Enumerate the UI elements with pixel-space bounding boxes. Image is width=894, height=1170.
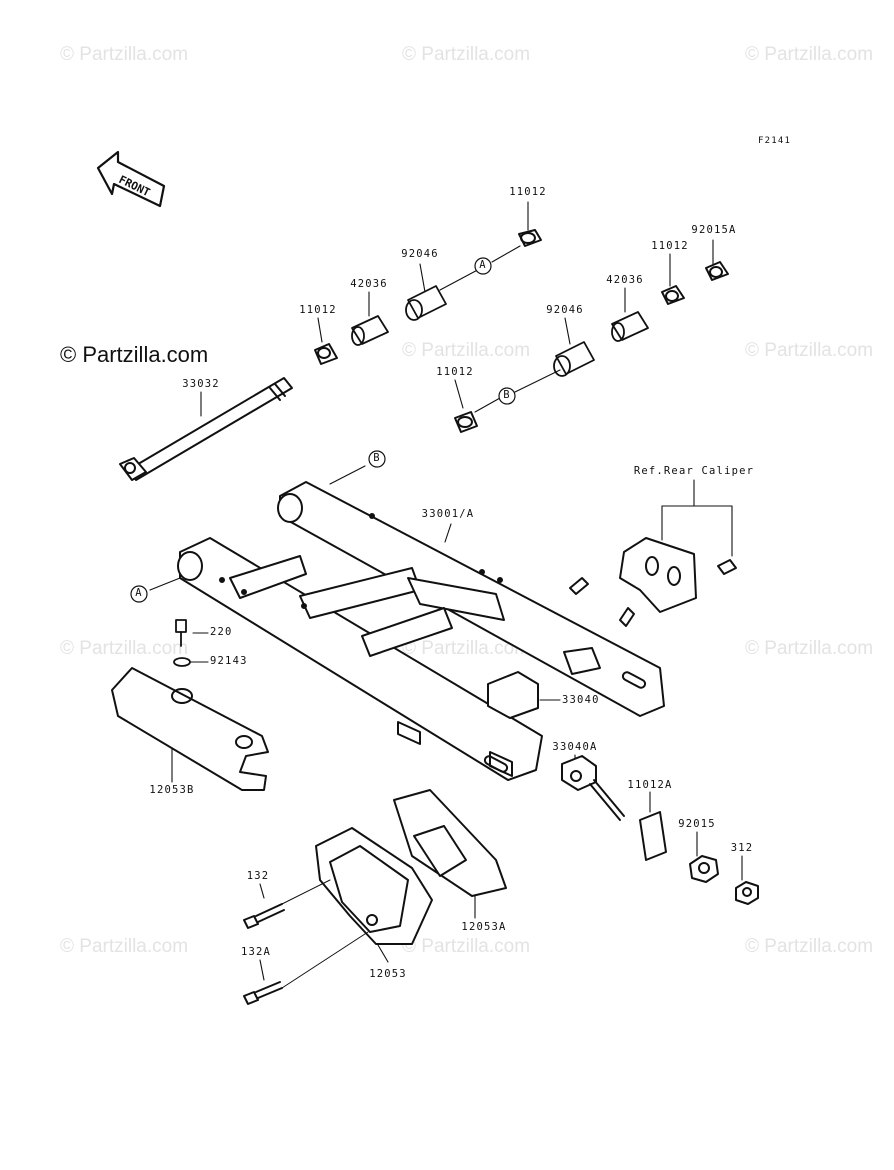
chain-adjuster-icon	[561, 755, 625, 821]
watermark: © Partzilla.com	[60, 936, 189, 957]
bearing-icon	[405, 285, 595, 377]
caliper-bracket-icon	[619, 537, 737, 613]
marker-b: B	[373, 452, 381, 464]
part-label-11012: 11012	[509, 186, 547, 198]
swingarm-icon	[177, 481, 665, 781]
part-label-12053: 12053	[369, 968, 407, 980]
plate-icon	[639, 811, 667, 861]
figure-code: F2141	[758, 136, 792, 146]
part-label-42036: 42036	[350, 278, 388, 290]
part-label-132: 132	[246, 870, 270, 882]
part-label-11012a: 11012A	[627, 779, 673, 791]
part-label-92143: 92143	[210, 655, 248, 667]
sleeve-icon	[351, 311, 649, 346]
pivot-shaft-icon	[119, 377, 293, 481]
marker-b: B	[503, 389, 511, 401]
part-label-92046: 92046	[546, 304, 584, 316]
part-label-12053b: 12053B	[149, 784, 195, 796]
part-label-33001a: 33001/A	[421, 508, 475, 520]
collar-icon	[314, 229, 729, 433]
part-label-92046: 92046	[401, 248, 439, 260]
reference-markers	[130, 257, 516, 603]
watermark: © Partzilla.com	[402, 44, 531, 65]
watermark: © Partzilla.com	[60, 44, 189, 65]
part-label-33032: 33032	[182, 378, 220, 390]
ref-rear-caliper: Ref.Rear Caliper	[633, 465, 755, 477]
watermark: © Partzilla.com	[402, 936, 531, 957]
part-label-11012: 11012	[299, 304, 337, 316]
watermark: © Partzilla.com	[745, 936, 874, 957]
slider-block-icon	[487, 671, 539, 719]
marker-a: A	[479, 259, 487, 271]
part-label-220: 220	[210, 626, 233, 638]
watermark: © Partzilla.com	[402, 340, 531, 361]
part-label-33040a: 33040A	[552, 741, 598, 753]
part-label-11012: 11012	[651, 240, 689, 252]
nut-icon	[689, 855, 719, 883]
watermark: © Partzilla.com	[745, 340, 874, 361]
watermark: © Partzilla.com	[745, 638, 874, 659]
chain-slider-icon	[111, 667, 269, 791]
part-label-42036: 42036	[606, 274, 644, 286]
front-arrow-icon: FRONT	[96, 150, 166, 208]
part-label-33040: 33040	[562, 694, 600, 706]
part-label-92015: 92015	[678, 818, 716, 830]
watermark: © Partzilla.com	[402, 638, 531, 659]
part-label-92015a: 92015A	[691, 224, 737, 236]
part-label-12053a: 12053A	[461, 921, 507, 933]
chain-guide-icon	[315, 789, 507, 945]
bolt-icon	[173, 619, 191, 667]
marker-a: A	[135, 587, 143, 599]
nut-icon	[735, 881, 759, 905]
watermark: © Partzilla.com	[60, 638, 189, 659]
assembly-lines	[281, 879, 369, 989]
part-label-132a: 132A	[240, 946, 272, 958]
bolt-icon	[243, 903, 285, 1005]
part-label-11012: 11012	[436, 366, 474, 378]
watermark-main: © Partzilla.com	[60, 342, 209, 367]
part-label-312: 312	[730, 842, 754, 854]
leader-lines	[149, 201, 743, 981]
watermark: © Partzilla.com	[745, 44, 874, 65]
